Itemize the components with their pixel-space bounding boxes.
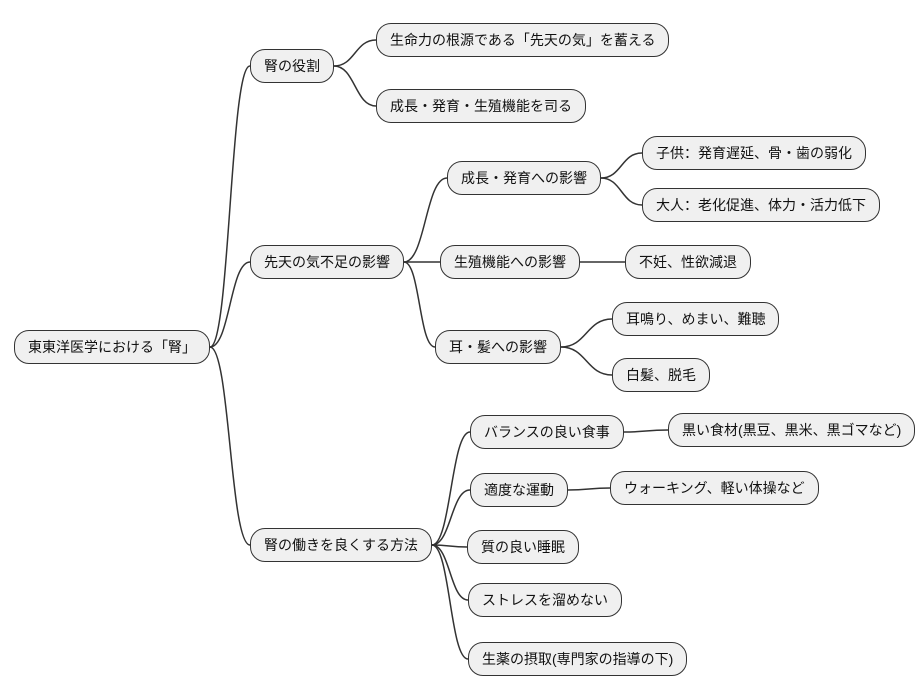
edge-n3a-n3a1 [623,429,669,433]
node-herbal-medicine-intake: 生薬の摂取(専門家の指導の下) [468,642,688,676]
edge-n1-n1a [333,39,377,67]
node-innate-qi-deficiency-effects: 先天の気不足の影響 [250,245,404,279]
node-gray-hair-hair-loss: 白髪、脱毛 [612,358,710,392]
node-kidney-role: 腎の役割 [250,49,334,83]
edge-n2-n2a [403,177,448,263]
node-children-effects: 子供：発育遅延、骨・歯の弱化 [642,136,866,170]
node-tinnitus-dizziness-hearing: 耳鳴り、めまい、難聴 [612,302,780,336]
edge-n2-n2c [403,261,436,348]
edge-root-n3 [209,346,251,546]
node-avoid-stress: ストレスを溜めない [468,583,622,617]
node-reproductive-effects: 生殖機能への影響 [440,245,580,279]
edge-n3-n3d [431,544,469,601]
edge-n3-n3a [431,431,471,546]
edge-n2c-n2c1 [560,318,613,348]
node-moderate-exercise: 適度な運動 [470,473,568,507]
edge-n2c-n2c2 [560,346,613,376]
edge-n2a-n2a1 [600,152,643,179]
edge-root-n1 [209,65,251,348]
node-quality-sleep: 質の良い睡眠 [467,530,579,564]
edge-n3-n3b [431,489,471,546]
node-ear-hair-effects: 耳・髪への影響 [435,330,561,364]
node-balanced-diet: バランスの良い食事 [470,415,624,449]
node-growth-development-effects: 成長・発育への影響 [447,161,601,195]
edge-n2a-n2a2 [600,177,643,206]
node-stores-innate-qi: 生命力の根源である「先天の気」を蓄える [376,23,670,57]
edge-n3-n3e [431,544,469,660]
edge-n1-n1b [333,65,377,107]
edge-n3-n3c [431,544,468,548]
node-infertility-low-libido: 不妊、性欲減退 [625,245,751,279]
edge-n3b-n3b1 [567,487,611,491]
node-adults-effects: 大人：老化促進、体力・活力低下 [642,188,880,222]
node-governs-growth-reproduction: 成長・発育・生殖機能を司る [376,89,586,123]
edge-root-n2 [209,261,251,348]
node-root-kidney-in-eastern-medicine: 東東洋医学における「腎」 [14,330,210,364]
node-improve-kidney-methods: 腎の働きを良くする方法 [250,528,432,562]
node-walking-light-exercise: ウォーキング、軽い体操など [610,471,819,505]
node-black-foods: 黒い食材(黒豆、黒米、黒ゴマなど) [668,413,916,447]
